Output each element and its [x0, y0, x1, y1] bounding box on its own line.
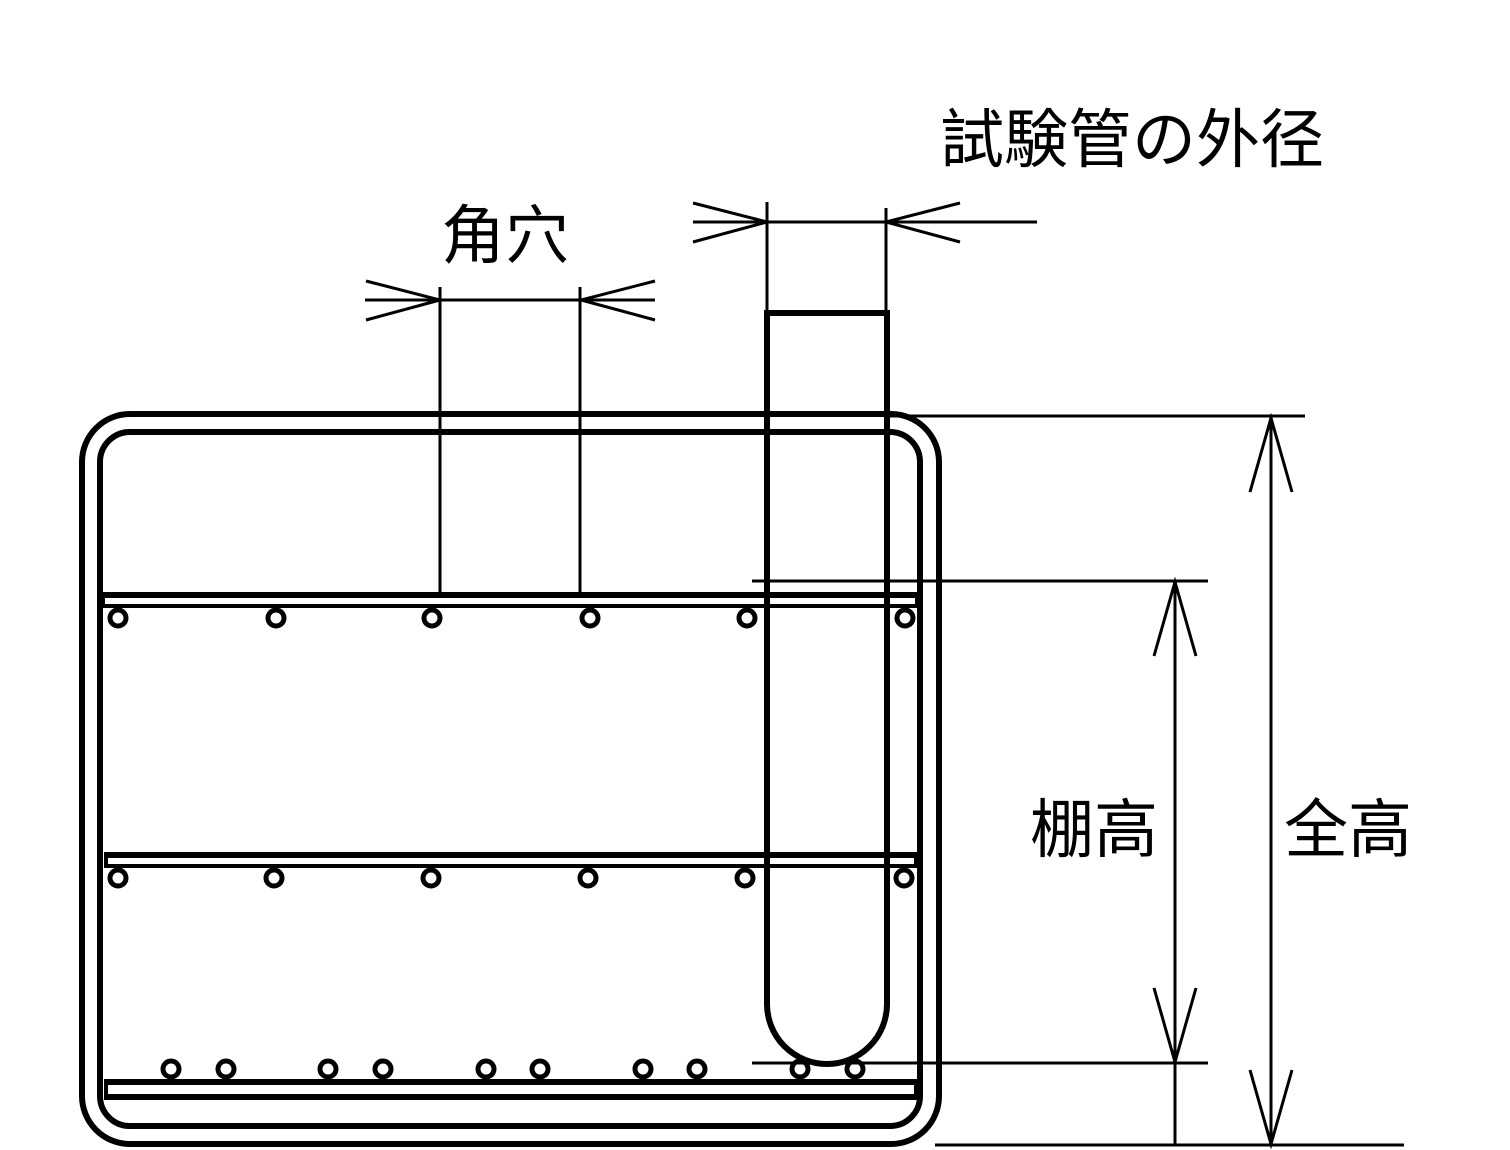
total-height-dimension [887, 412, 1404, 1150]
rivet [844, 1058, 866, 1080]
rack-frame [79, 411, 942, 1147]
rivet [107, 607, 129, 629]
tube-outer-diameter-label: 試験管の外径 [940, 104, 1324, 178]
shelf-height-label: 棚高 [1030, 794, 1158, 868]
rack-frame-inner [97, 429, 923, 1129]
middle-shelf [104, 852, 918, 868]
upper-shelf [100, 592, 920, 608]
rivet [420, 867, 442, 889]
arrowhead [1248, 412, 1294, 493]
shelf-height-dimension [752, 576, 1208, 1145]
rivet [475, 1058, 497, 1080]
arrowhead [1152, 576, 1198, 657]
arrowhead [1248, 1069, 1294, 1150]
rack-frame-outer [79, 411, 942, 1147]
rivet [736, 607, 758, 629]
total-height-label: 全高 [1284, 794, 1412, 868]
rivet [579, 607, 601, 629]
middle-shelf-rivets [107, 867, 915, 889]
rivet [107, 867, 129, 889]
square-hole-dimension [365, 279, 656, 598]
rivet [577, 867, 599, 889]
rivet [215, 1058, 237, 1080]
rivet [265, 607, 287, 629]
bottom-shelf [104, 1079, 918, 1100]
rivet [632, 1058, 654, 1080]
arrowhead [575, 279, 656, 322]
tube-diameter-dimension [692, 201, 1037, 312]
rivet [529, 1058, 551, 1080]
rivet [734, 867, 756, 889]
rivet [160, 1058, 182, 1080]
arrowhead [365, 279, 446, 322]
arrowhead [1152, 987, 1198, 1068]
rivet [894, 607, 916, 629]
rivet [317, 1058, 339, 1080]
arrowhead [692, 201, 773, 244]
rivet [686, 1058, 708, 1080]
rivet [893, 867, 915, 889]
upper-shelf-rivets [107, 607, 916, 629]
test-tube [764, 310, 890, 1067]
bottom-shelf-rivets [160, 1058, 866, 1080]
arrowhead [880, 201, 961, 244]
rivet [421, 607, 443, 629]
rivet [372, 1058, 394, 1080]
rivet [263, 867, 285, 889]
square-hole-label: 角穴 [441, 200, 569, 274]
